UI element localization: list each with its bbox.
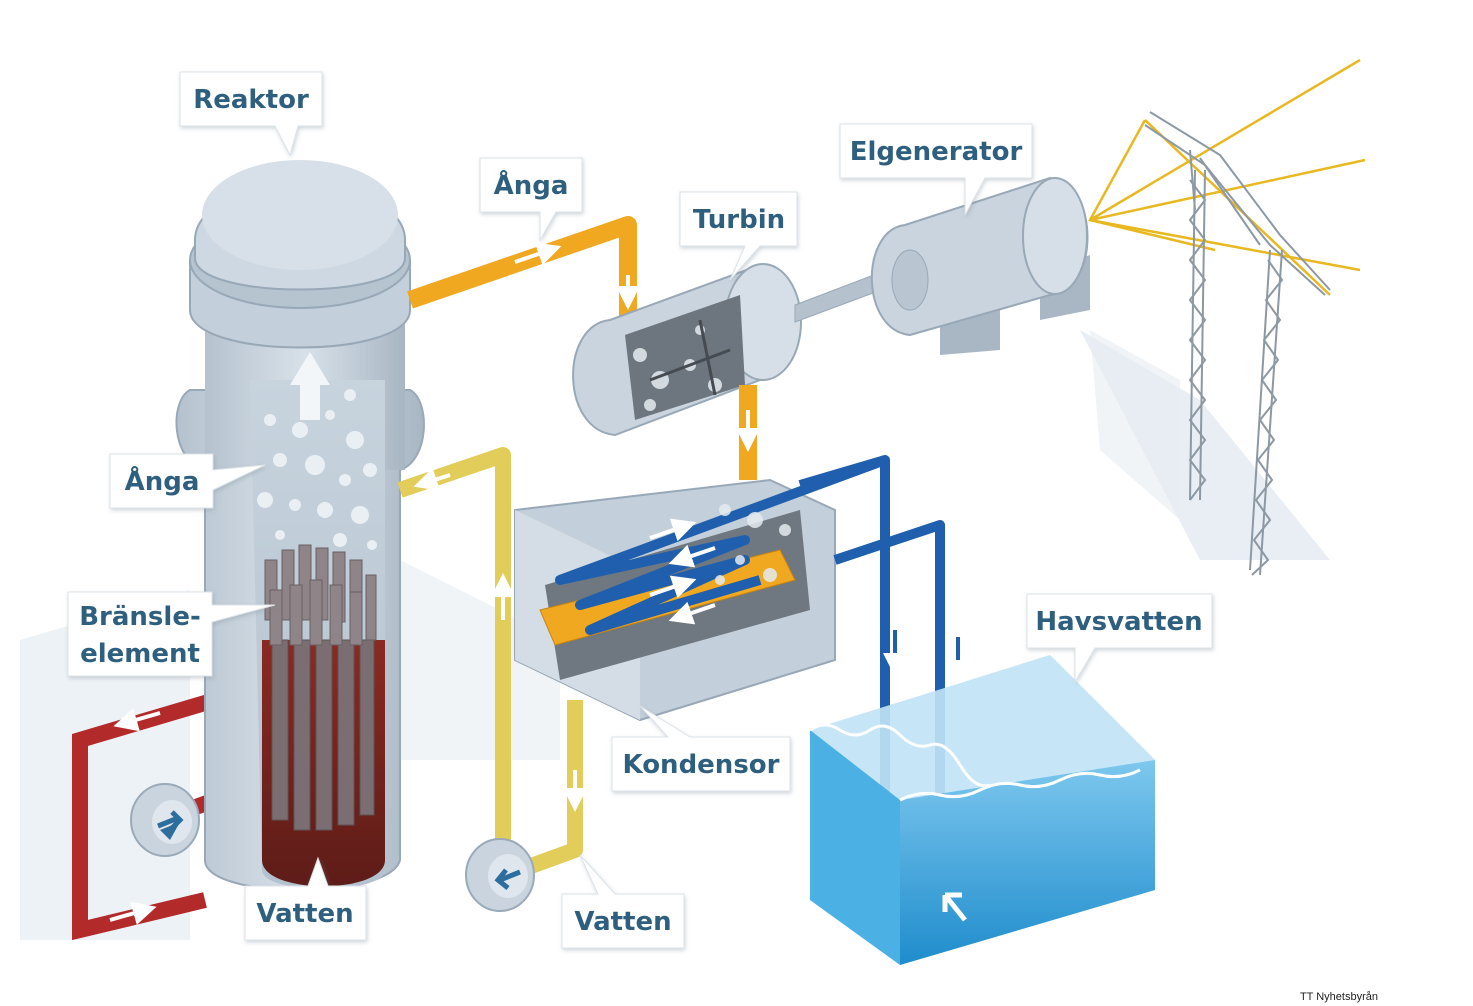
label-anga-reactor: Ånga xyxy=(109,453,266,509)
generator xyxy=(870,176,1090,355)
fuel-rod-tops xyxy=(264,544,377,646)
pump-arrow-icon xyxy=(494,868,521,890)
svg-text:Bränsle-: Bränsle- xyxy=(79,602,201,632)
label-anga-top: Ånga xyxy=(479,157,583,242)
label-turbin: Turbin xyxy=(679,191,798,281)
label-vatten-reactor: Vatten xyxy=(244,856,367,941)
ground-shadows xyxy=(20,330,1330,940)
steam-bubbles xyxy=(257,389,377,550)
svg-text:element: element xyxy=(80,639,200,669)
turbine xyxy=(572,263,802,437)
svg-text:Ånga: Ånga xyxy=(125,465,200,497)
steam-pipe-arrows xyxy=(514,242,640,310)
reactor-vessel xyxy=(175,160,425,891)
condenser-arrows xyxy=(649,518,716,625)
recirculation-pump xyxy=(130,783,200,857)
primary-loop-arrows xyxy=(109,708,161,925)
pump-arrow-icon xyxy=(157,810,184,830)
svg-text:Vatten: Vatten xyxy=(256,899,353,929)
steam-up-arrow-icon xyxy=(290,352,330,420)
label-havsvatten: Havsvatten xyxy=(1026,593,1213,684)
svg-text:Vatten: Vatten xyxy=(574,907,671,937)
intake-arrow-icon xyxy=(942,892,967,922)
svg-text:Kondensor: Kondensor xyxy=(623,750,780,780)
label-kondensor: Kondensor xyxy=(611,705,791,792)
svg-text:Turbin: Turbin xyxy=(693,205,785,235)
svg-text:Havsvatten: Havsvatten xyxy=(1035,607,1202,637)
feedwater-pump xyxy=(465,838,535,912)
label-reaktor: Reaktor xyxy=(179,71,323,157)
credit-text: TT Nyhetsbyrån xyxy=(1300,991,1378,1003)
svg-text:Elgenerator: Elgenerator xyxy=(850,137,1023,167)
condenser xyxy=(514,455,887,722)
svg-text:Reaktor: Reaktor xyxy=(193,85,309,115)
feedwater-arrows xyxy=(413,467,587,812)
label-vatten-pump: Vatten xyxy=(561,854,685,949)
power-pylon xyxy=(1144,111,1331,576)
steam-pipe xyxy=(407,216,637,330)
label-elgenerator: Elgenerator xyxy=(839,123,1033,216)
svg-text:Ånga: Ånga xyxy=(494,169,569,201)
label-bransle-element: Bränsle- element xyxy=(67,591,276,677)
power-lines xyxy=(1088,58,1366,296)
sea-water-tank xyxy=(809,655,1155,965)
cooling-coils xyxy=(555,455,887,635)
seawater-arrows xyxy=(883,613,970,677)
